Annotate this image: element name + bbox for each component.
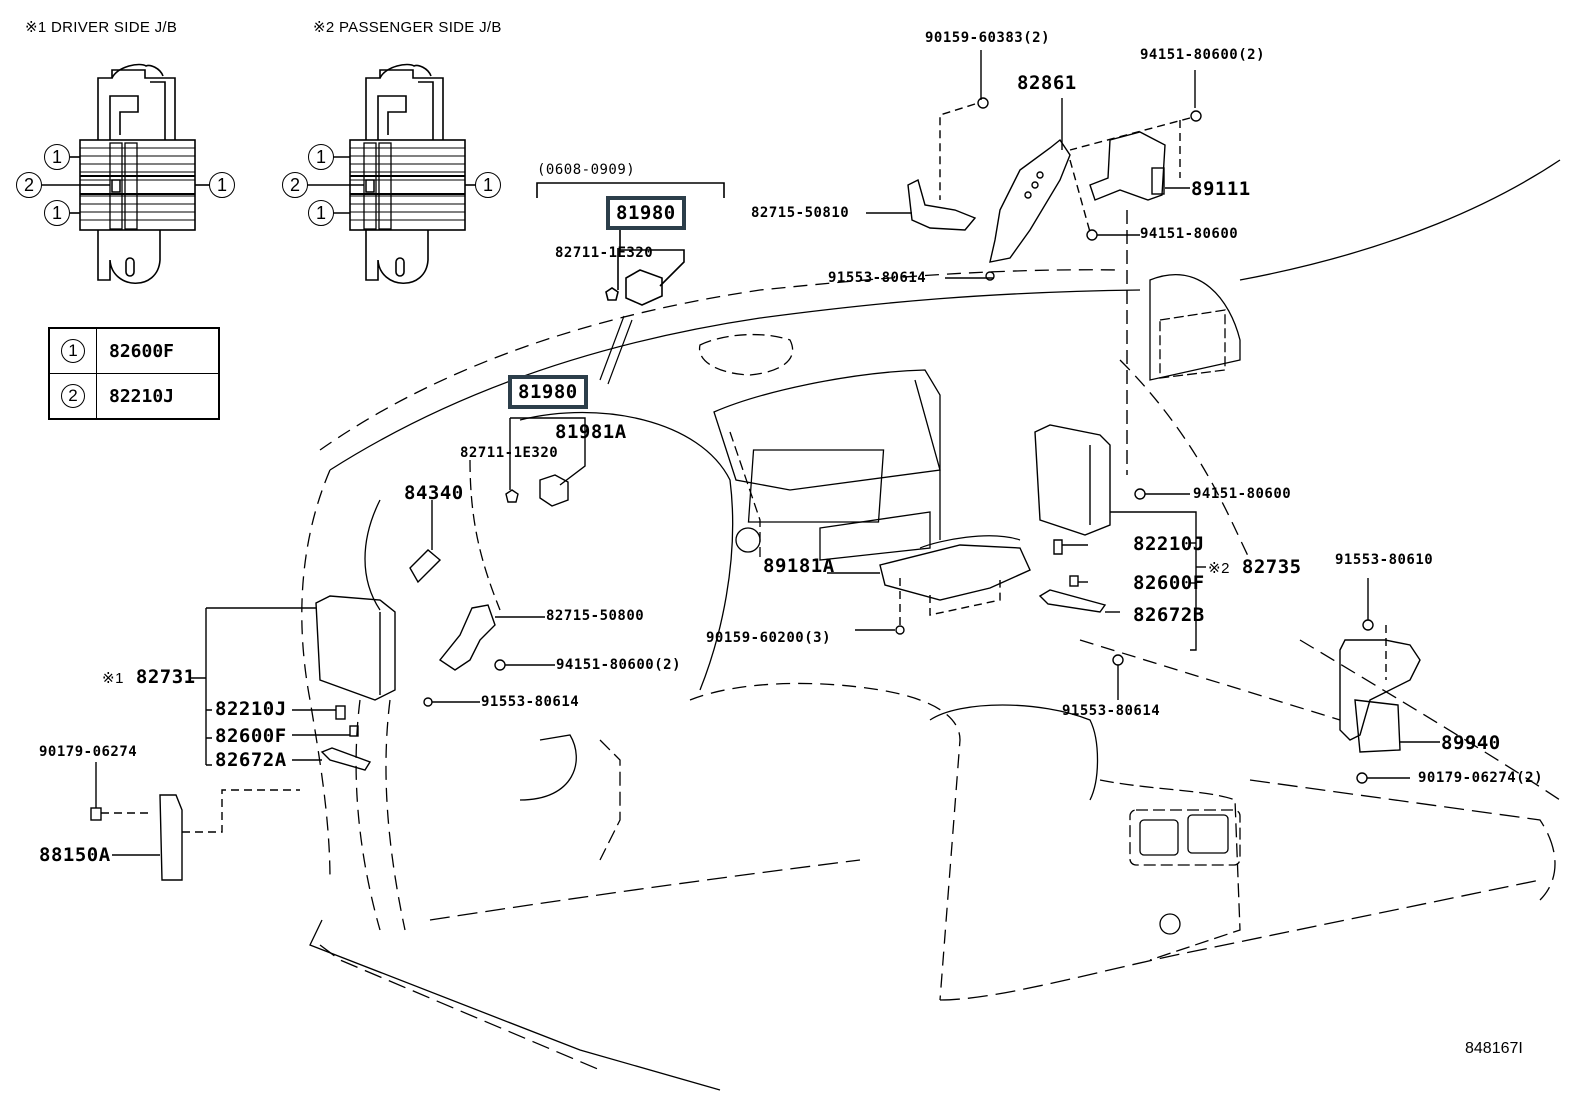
legend-row: 2 82210J — [48, 373, 220, 420]
part-label-94151-80600-2-mid[interactable]: 94151-80600(2) — [556, 657, 682, 673]
part-number: 81980 — [518, 381, 578, 403]
driver-jb-area-drawing — [90, 500, 555, 881]
part-label-82672b[interactable]: 82672B — [1133, 604, 1205, 626]
passenger-jb-drawing — [1034, 424, 1206, 700]
junction-block-leaders — [42, 156, 478, 214]
part-label-82711-1e320-top[interactable]: 82711-1E320 — [555, 245, 654, 261]
legend-symbol: 2 — [61, 384, 85, 408]
part-label-84340[interactable]: 84340 — [404, 482, 464, 504]
callout-circle-driver-left-middle: 2 — [16, 172, 42, 198]
legend-part-number[interactable]: 82600F — [96, 327, 220, 374]
part-label-90159-60383[interactable]: 90159-60383(2) — [925, 30, 1051, 46]
part-label-82210j-right[interactable]: 82210J — [1133, 533, 1205, 555]
part-label-91553-80614-mid[interactable]: 91553-80614 — [481, 694, 580, 710]
callout-circle-passenger-right: 1 — [475, 172, 501, 198]
passenger-jb-note-mark: ※2 — [1208, 560, 1230, 577]
part-number: 82731 — [135, 666, 196, 688]
date-range-bracket — [536, 182, 725, 198]
part-label-89940[interactable]: 89940 — [1441, 732, 1501, 754]
legend-part-number[interactable]: 82210J — [96, 373, 220, 420]
part-label-89111[interactable]: 89111 — [1191, 178, 1251, 200]
part-label-82672a[interactable]: 82672A — [215, 749, 287, 771]
part-label-88150a[interactable]: 88150A — [39, 844, 111, 866]
part-label-89181a[interactable]: 89181A — [763, 555, 835, 577]
part-81980-highlight-mid[interactable]: 81980 — [508, 375, 588, 409]
part-label-90179-06274[interactable]: 90179-06274 — [39, 744, 138, 760]
bracket-assembly-drawing — [866, 50, 1202, 475]
part-number: 82735 — [1241, 556, 1302, 578]
legend-row: 1 82600F — [48, 327, 220, 374]
part-label-82600f-right[interactable]: 82600F — [1133, 572, 1205, 594]
callout-circle-passenger-left-lower: 1 — [308, 200, 334, 226]
part-label-82715-50800[interactable]: 82715-50800 — [546, 608, 645, 624]
part-label-90179-06274-2[interactable]: 90179-06274(2) — [1418, 770, 1544, 786]
legend-table: 1 82600F 2 82210J — [48, 327, 220, 420]
part-label-91553-80610[interactable]: 91553-80610 — [1335, 552, 1434, 568]
driver-jb-note-mark: ※1 — [102, 670, 124, 687]
part-label-82731[interactable]: ※1 82731 — [102, 668, 196, 687]
callout-circle-driver-left-upper: 1 — [44, 144, 70, 170]
module-89181a-drawing — [827, 535, 1031, 635]
part-label-82600f-left[interactable]: 82600F — [215, 725, 287, 747]
driver-junction-block-drawing — [79, 63, 196, 284]
callout-circle-driver-right: 1 — [209, 172, 235, 198]
part-label-94151-80600-upper[interactable]: 94151-80600 — [1140, 226, 1239, 242]
part-label-91553-80614-top[interactable]: 91553-80614 — [828, 270, 927, 286]
part-number: 81980 — [616, 202, 676, 224]
part-label-82711-1e320-mid[interactable]: 82711-1E320 — [460, 445, 559, 461]
relay-81980-top-drawing — [599, 230, 685, 385]
part-label-94151-80600-right[interactable]: 94151-80600 — [1193, 486, 1292, 502]
date-range-label: (0608-0909) — [537, 162, 636, 178]
relay-81980-mid-drawing — [505, 417, 586, 507]
callout-circle-passenger-left-middle: 2 — [282, 172, 308, 198]
module-89940-drawing — [1339, 578, 1440, 784]
passenger-jb-title: ※2 PASSENGER SIDE J/B — [313, 19, 502, 36]
part-label-91553-80614-right[interactable]: 91553-80614 — [1062, 703, 1161, 719]
part-label-94151-80600-2-top[interactable]: 94151-80600(2) — [1140, 47, 1266, 63]
part-label-90159-60200[interactable]: 90159-60200(3) — [706, 630, 832, 646]
part-81980-highlight-top[interactable]: 81980 — [606, 196, 686, 230]
part-label-82861[interactable]: 82861 — [1017, 72, 1077, 94]
figure-id: 848167I — [1465, 1040, 1523, 1057]
part-label-81981a[interactable]: 81981A — [555, 421, 627, 443]
callout-circle-driver-left-lower: 1 — [44, 200, 70, 226]
dashboard-outline — [301, 159, 1561, 1091]
legend-symbol: 1 — [61, 339, 85, 363]
part-label-82735[interactable]: ※2 82735 — [1208, 558, 1302, 577]
callout-circle-passenger-left-upper: 1 — [308, 144, 334, 170]
part-label-82715-50810[interactable]: 82715-50810 — [751, 205, 850, 221]
part-label-82210j-left[interactable]: 82210J — [215, 698, 287, 720]
driver-jb-title: ※1 DRIVER SIDE J/B — [25, 19, 178, 36]
passenger-junction-block-drawing — [349, 63, 466, 284]
